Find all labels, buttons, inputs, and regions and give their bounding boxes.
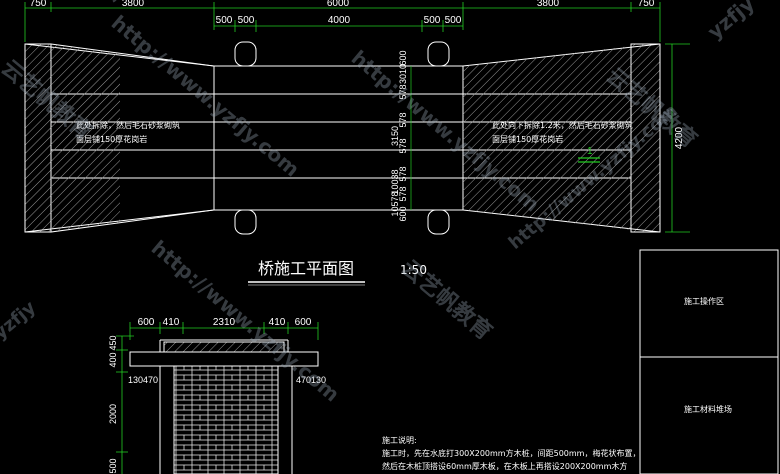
right-note-2: 面层铺150厚花岗岩 bbox=[492, 134, 563, 144]
section-left-dim-2: 400 bbox=[108, 352, 118, 367]
mid-dim-578-b: 578 bbox=[398, 112, 408, 127]
inner-dim-1: 500 bbox=[216, 15, 233, 26]
mid-dim-10038: 10038 bbox=[390, 169, 400, 194]
mid-dim-578-d: 578 bbox=[398, 166, 408, 181]
watermark-brand-3: 云艺帆教育 bbox=[396, 255, 497, 346]
inner-dim-5: 500 bbox=[445, 15, 462, 26]
watermark-short-2: yzfjy bbox=[703, 0, 759, 44]
inner-dim-3: 4000 bbox=[328, 15, 351, 26]
notes-line-1: 施工时，先在水底打300X200mm方木桩，间距500mm，梅花状布置， bbox=[382, 448, 640, 458]
top-dim-3: 6000 bbox=[327, 0, 350, 9]
section-left-dim-1: 450 bbox=[108, 335, 118, 350]
inner-dimension-line bbox=[214, 20, 463, 32]
top-dim-1: 750 bbox=[30, 0, 47, 9]
mid-dim-578-c: 578 bbox=[398, 138, 408, 153]
drawing-scale: 1:50 bbox=[400, 263, 427, 277]
inner-dim-4: 500 bbox=[424, 15, 441, 26]
top-dim-4: 3800 bbox=[537, 0, 560, 9]
right-dimension-line bbox=[665, 43, 690, 233]
mid-dim-578-a: 578 bbox=[398, 84, 408, 99]
mid-dim-600-bottom: 600 bbox=[398, 206, 408, 221]
section-dim-2: 410 bbox=[163, 317, 180, 328]
section-drawing bbox=[129, 339, 319, 474]
notes-line-2: 然后在木桩顶搭设60mm厚木板，在木板上再搭设200X200mm木方 bbox=[382, 461, 627, 471]
mid-dim-600-top: 600 bbox=[398, 50, 408, 65]
section-marker bbox=[578, 157, 600, 163]
bridge-plan bbox=[24, 41, 661, 235]
inner-dim-2: 500 bbox=[238, 15, 255, 26]
section-left-dims bbox=[116, 335, 134, 474]
section-side-left: 130470 bbox=[128, 375, 158, 385]
section-top-dims bbox=[129, 322, 319, 340]
legend-box bbox=[639, 249, 779, 474]
left-note-1: 此处拆除，然后毛石砂浆砌筑 bbox=[76, 120, 180, 130]
mid-dim-3150: 3150 bbox=[390, 126, 400, 146]
section-left-dim-3: 2000 bbox=[108, 404, 118, 424]
section-dim-1: 600 bbox=[138, 317, 155, 328]
right-dim: 4200 bbox=[674, 126, 685, 149]
top-dim-5: 750 bbox=[638, 0, 655, 9]
notes-heading: 施工说明: bbox=[382, 435, 417, 445]
section-marker-label: 1 bbox=[587, 146, 593, 157]
section-dim-5: 600 bbox=[295, 317, 312, 328]
section-left-dim-4: 500 bbox=[108, 458, 118, 473]
legend-cell-1: 施工操作区 bbox=[684, 296, 724, 306]
top-dimension-line bbox=[24, 2, 661, 42]
right-note-1: 此处向下拆除1.2米，然后毛石砂浆砌筑 bbox=[492, 120, 633, 130]
section-side-right: 470130 bbox=[296, 375, 326, 385]
mid-dim-3010: 3010 bbox=[398, 64, 408, 84]
drawing-title: 桥施工平面图 bbox=[258, 259, 354, 278]
legend-cell-2: 施工材料堆场 bbox=[684, 404, 732, 414]
top-dim-2: 3800 bbox=[122, 0, 145, 9]
mid-dim-578-e: 578 bbox=[398, 186, 408, 201]
mid-dim-10578: 10578 bbox=[390, 191, 400, 216]
left-note-2: 面层铺150厚花岗岩 bbox=[76, 134, 147, 144]
section-dim-4: 410 bbox=[269, 317, 286, 328]
section-dim-3: 2310 bbox=[213, 317, 236, 328]
watermark-short-3: yzfjy bbox=[0, 297, 40, 344]
